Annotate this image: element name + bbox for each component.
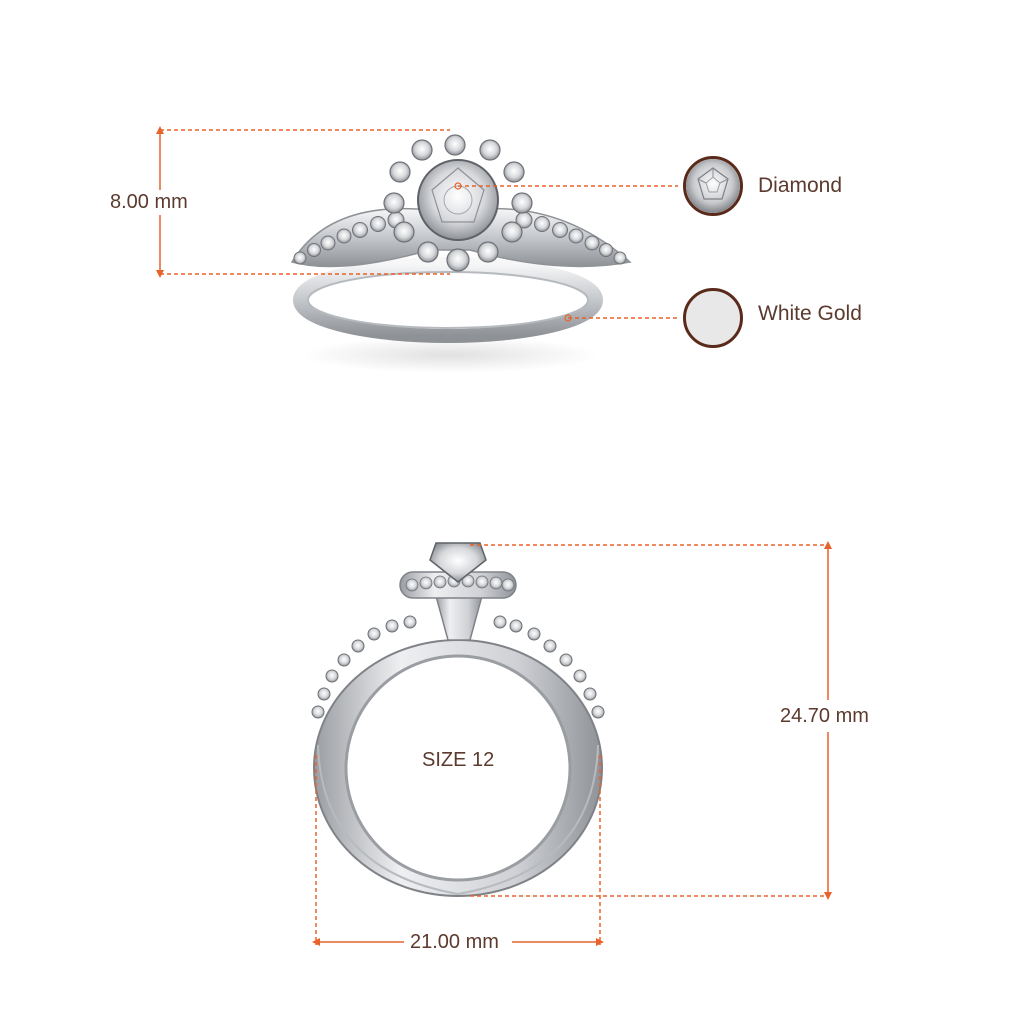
legend-diamond-label: Diamond <box>758 174 843 197</box>
ring-size-label: SIZE 12 <box>422 749 495 771</box>
diamond-icon <box>683 156 743 216</box>
legend-white-gold-label: White Gold <box>758 302 862 325</box>
front-height-label: 24.70 mm <box>776 706 873 726</box>
ring-top-view <box>290 134 632 373</box>
dimension-arrowheads <box>156 126 832 946</box>
front-width-label: 21.00 mm <box>406 932 503 952</box>
dimension-lines <box>159 129 829 945</box>
top-height-label: 8.00 mm <box>110 191 188 213</box>
white-gold-swatch-icon <box>683 288 743 348</box>
ring-front-view <box>311 542 605 897</box>
